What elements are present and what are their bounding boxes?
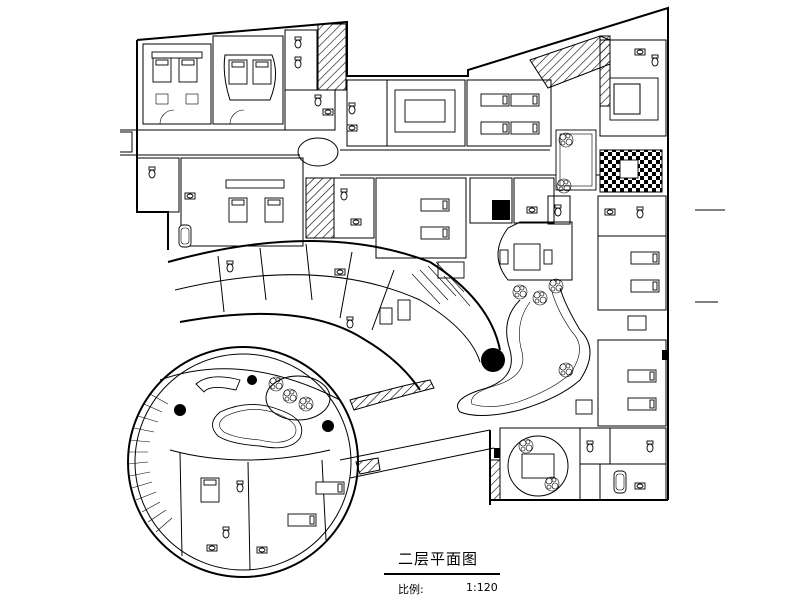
bridge-corridor bbox=[339, 429, 495, 479]
title-underline bbox=[384, 573, 500, 575]
left-middle-room bbox=[136, 157, 304, 248]
right-column-rooms bbox=[575, 195, 668, 427]
drawing-title: 二层平面图 bbox=[398, 550, 479, 568]
building-outline bbox=[120, 6, 669, 505]
arc-wing bbox=[167, 240, 501, 411]
scale-label: 比例: bbox=[398, 583, 424, 596]
top-left-rooms bbox=[142, 29, 336, 131]
scale-value: 1:120 bbox=[466, 581, 498, 594]
rounded-room bbox=[497, 221, 573, 281]
top-middle-rooms bbox=[297, 79, 552, 167]
circular-tower bbox=[127, 346, 359, 578]
center-rooms bbox=[333, 177, 571, 279]
bottom-right-rooms bbox=[489, 427, 667, 501]
top-right-rooms bbox=[555, 39, 725, 303]
spiral-stair bbox=[127, 393, 173, 533]
hatched-walls bbox=[305, 23, 611, 239]
landscape-stream bbox=[457, 278, 591, 416]
